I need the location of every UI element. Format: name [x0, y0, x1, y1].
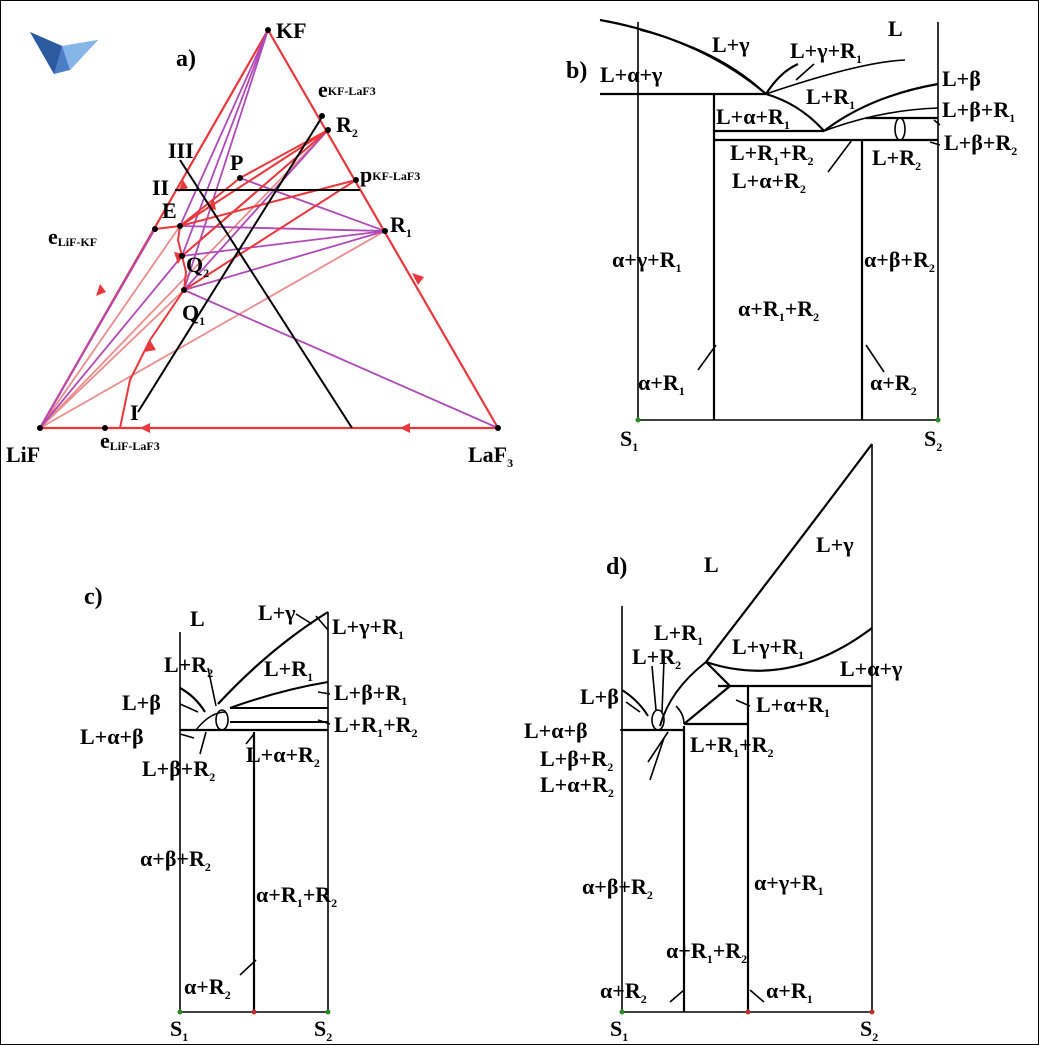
svg-text:L+β+R1: L+β+R1 — [334, 680, 407, 708]
svg-text:L+R1+R2: L+R1+R2 — [730, 140, 814, 168]
svg-text:L+β+R1: L+β+R1 — [942, 97, 1015, 125]
svg-text:L+β: L+β — [580, 684, 619, 709]
svg-text:S2: S2 — [860, 1016, 878, 1044]
panel-c-title: c) — [84, 584, 103, 610]
svg-text:L+R2: L+R2 — [164, 652, 213, 680]
e-label: E — [162, 198, 177, 223]
panel-b-title: b) — [566, 58, 587, 84]
r2-label: R2 — [336, 112, 358, 140]
svg-text:L+R1: L+R1 — [654, 620, 703, 648]
panel-c-section-diagram — [179, 611, 331, 1013]
section-iii-label: III — [168, 138, 194, 163]
svg-text:L+γ+R1: L+γ+R1 — [732, 634, 804, 662]
purple-tie-lines — [39, 29, 499, 429]
svg-text:L+α+R1: L+α+R1 — [756, 692, 830, 720]
q1-label: Q1 — [182, 300, 205, 328]
svg-text:L: L — [704, 552, 719, 577]
panel-d-title: d) — [606, 554, 627, 580]
svg-text:α+R2: α+R2 — [184, 974, 231, 1002]
svg-text:L+α+R2: L+α+R2 — [540, 772, 614, 800]
svg-text:L+α+R2: L+α+R2 — [246, 742, 320, 770]
svg-text:α+γ+R1: α+γ+R1 — [754, 870, 824, 898]
panel-a-title: a) — [176, 46, 196, 72]
svg-text:S2: S2 — [924, 426, 942, 454]
svg-text:L+α+R1: L+α+R1 — [716, 104, 790, 132]
svg-text:L+γ: L+γ — [712, 32, 750, 57]
svg-text:L+α+β: L+α+β — [524, 718, 588, 743]
panel-a-ternary-diagram: a) KF LiF LaF3 eKF-LaF3 R2 pKF-LaF3 R1 P… — [6, 18, 513, 470]
svg-text:L+γ: L+γ — [816, 532, 854, 557]
panel-c-labels: c) L L+γ L+γ+R1 L+R2 L+R1 L+β L+β+R1 L+α… — [80, 584, 418, 1044]
svg-text:α+R1+R2: α+R1+R2 — [666, 938, 747, 966]
section-i-label: I — [130, 400, 139, 425]
svg-text:α+β+R2: α+β+R2 — [582, 874, 653, 902]
svg-text:α+β+R2: α+β+R2 — [864, 247, 935, 275]
panel-b-section-diagram — [599, 18, 941, 421]
p-kf-laf3-label: pKF-LaF3 — [360, 162, 420, 187]
svg-text:L+γ+R1: L+γ+R1 — [790, 38, 862, 66]
svg-text:α+R1+R2: α+R1+R2 — [256, 882, 337, 910]
svg-text:L+R2: L+R2 — [632, 644, 681, 672]
q2-label: Q2 — [186, 252, 209, 280]
svg-text:S1: S1 — [170, 1016, 188, 1044]
svg-text:α+R2: α+R2 — [600, 978, 647, 1006]
vertex-lif-label: LiF — [6, 442, 40, 467]
panel-b-labels: b) L L+α+γ L+γ L+γ+R1 L+β L+R1 L+α+R1 L+… — [566, 16, 1017, 454]
svg-text:L: L — [888, 16, 903, 41]
svg-text:α+R1: α+R1 — [766, 978, 813, 1006]
svg-text:S1: S1 — [610, 1016, 628, 1044]
svg-text:L+β+R2: L+β+R2 — [540, 746, 613, 774]
svg-text:L+R1+R2: L+R1+R2 — [690, 732, 774, 760]
point-markers — [37, 27, 501, 431]
svg-text:S2: S2 — [314, 1016, 332, 1044]
svg-text:L+α+γ: L+α+γ — [600, 62, 662, 87]
svg-text:L+R1: L+R1 — [806, 84, 855, 112]
svg-text:L+β+R2: L+β+R2 — [142, 756, 215, 784]
e-lif-laf3-label: eLiF-LaF3 — [100, 428, 160, 453]
svg-text:L+R1+R2: L+R1+R2 — [334, 712, 418, 740]
svg-text:S1: S1 — [620, 426, 638, 454]
svg-text:α+R1: α+R1 — [638, 370, 685, 398]
section-lines — [137, 116, 360, 429]
r1-label: R1 — [390, 212, 412, 240]
svg-text:L+R2: L+R2 — [872, 145, 921, 173]
p-label: P — [230, 150, 243, 175]
svg-text:α+R1+R2: α+R1+R2 — [738, 296, 819, 324]
svg-text:L: L — [190, 606, 205, 631]
e-lif-kf-label: eLiF-KF — [48, 224, 97, 249]
svg-text:L+α+R2: L+α+R2 — [732, 168, 806, 196]
svg-text:α+R2: α+R2 — [870, 370, 917, 398]
svg-text:L+γ: L+γ — [258, 600, 296, 625]
panel-d-section-diagram — [620, 443, 873, 1013]
svg-text:L+γ+R1: L+γ+R1 — [332, 614, 404, 642]
e-kf-laf3-label: eKF-LaF3 — [318, 77, 376, 102]
vertex-laf3-label: LaF3 — [468, 442, 513, 470]
section-ii-label: II — [152, 175, 169, 200]
vertex-kf-label: KF — [276, 18, 307, 43]
svg-text:L+β: L+β — [942, 66, 981, 91]
panel-d-labels: d) L L+γ L+R1 L+R2 L+γ+R1 L+α+γ L+β L+α+… — [524, 532, 902, 1044]
svg-text:α+γ+R1: α+γ+R1 — [612, 247, 682, 275]
light-tie-lines — [39, 129, 386, 429]
svg-text:L+α+β: L+α+β — [80, 724, 144, 749]
logo-icon — [30, 32, 98, 74]
svg-text:L+β: L+β — [122, 690, 161, 715]
svg-text:L+α+γ: L+α+γ — [840, 656, 902, 681]
svg-text:L+β+R2: L+β+R2 — [944, 130, 1017, 158]
svg-text:L+R1: L+R1 — [264, 656, 313, 684]
svg-text:α+β+R2: α+β+R2 — [140, 846, 211, 874]
